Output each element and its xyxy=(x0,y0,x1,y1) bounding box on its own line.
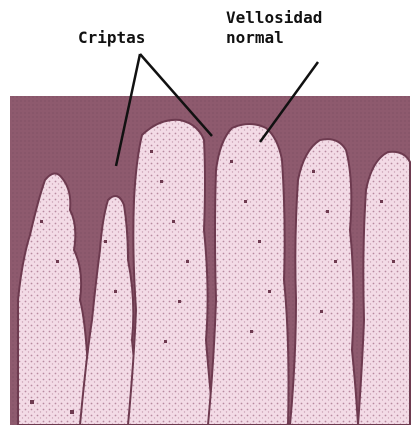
vellosidad-label-line2: normal xyxy=(226,28,322,48)
villus-6 xyxy=(358,152,410,425)
villus-5 xyxy=(290,139,358,425)
vellosidad-label-line1: Vellosidad xyxy=(226,8,322,28)
criptas-label: Criptas xyxy=(78,28,145,48)
villus-3 xyxy=(128,120,214,425)
vellosidad-normal-label: Vellosidad normal xyxy=(226,8,322,48)
villus-4-normal xyxy=(208,124,289,425)
